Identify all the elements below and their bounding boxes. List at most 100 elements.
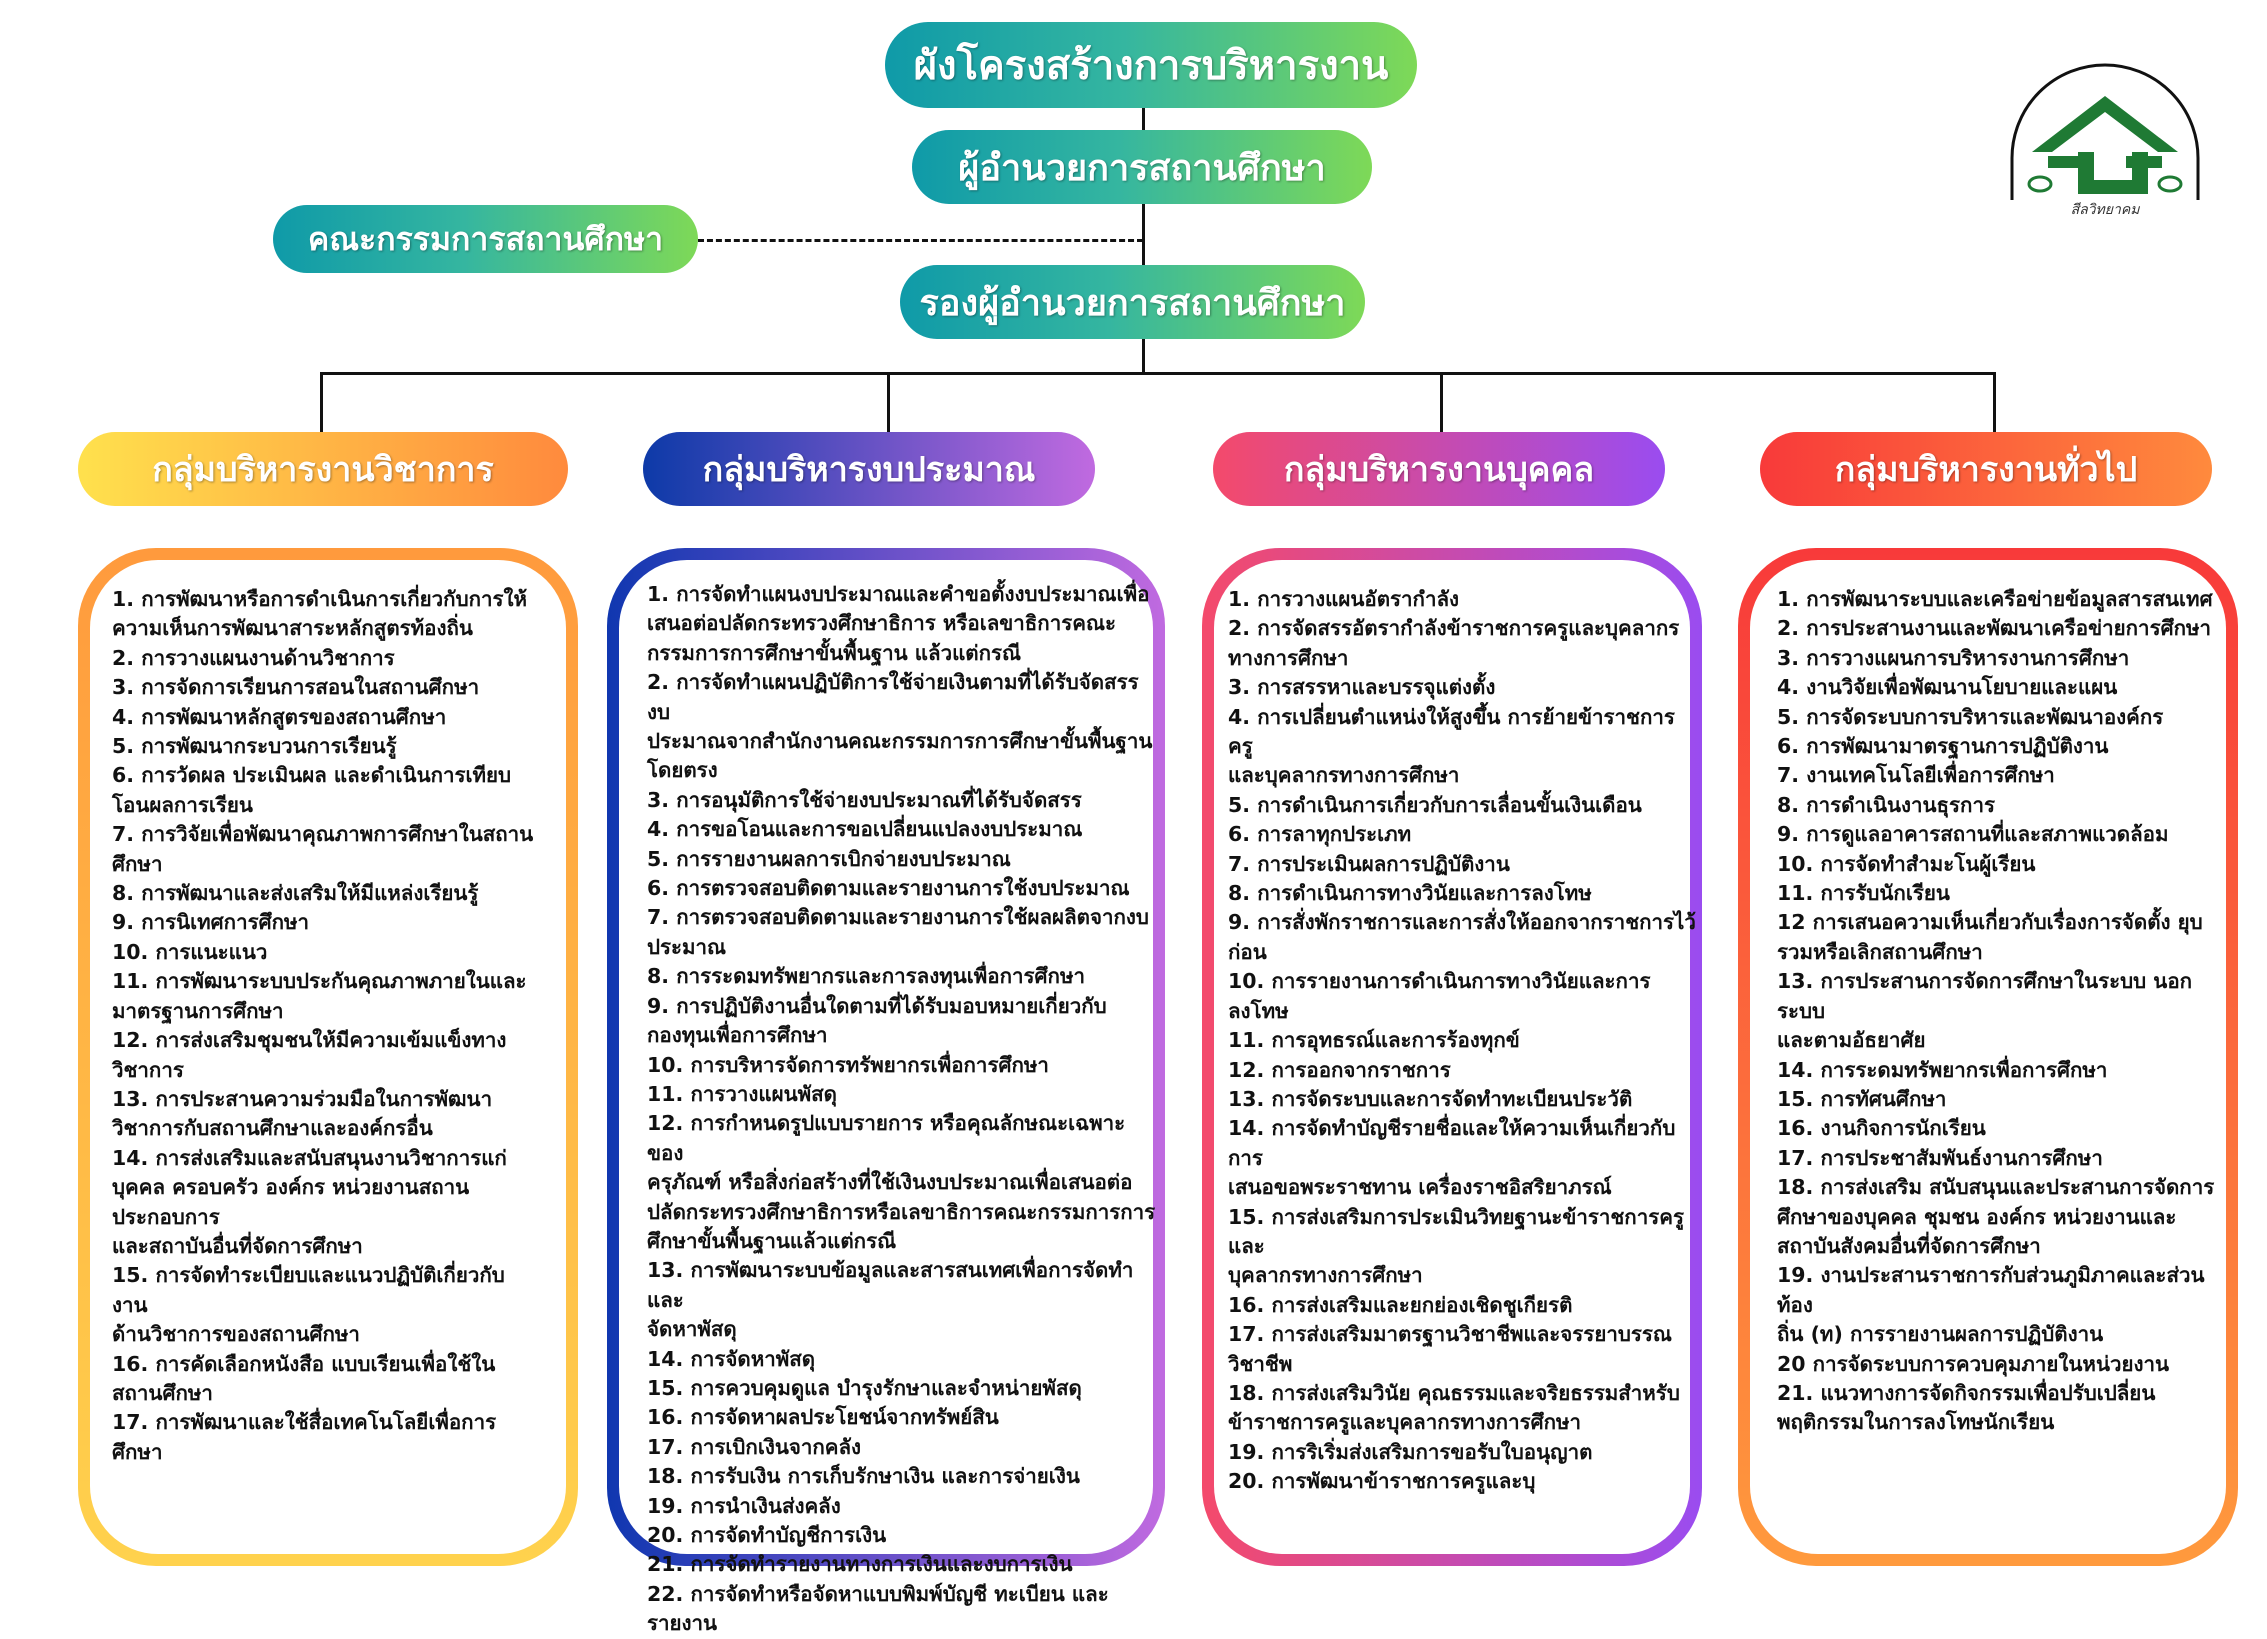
duty-line: 6. การลาทุกประเภท <box>1228 822 1412 847</box>
duty-line: เสนอขอพระราชทาน เครื่องราชอิสริยาภรณ์ <box>1228 1175 1612 1200</box>
duty-line: 7. การตรวจสอบติดตามและรายงานการใช้ผลผลิต… <box>647 905 1149 930</box>
duty-line: 18. การรับเงิน การเก็บรักษาเงิน และการจ่… <box>647 1464 1080 1489</box>
duty-line: 8. การดำเนินงานธุรการ <box>1777 792 1995 817</box>
duty-line: 13. การประสานการจัดการศึกษาในระบบ นอกระบ… <box>1777 969 2193 1023</box>
duty-line: 12. การส่งเสริมชุมชนให้มีความเข้มแข็งทาง <box>112 1028 507 1053</box>
director-node: ผู้อำนวยการสถานศึกษา <box>912 130 1372 204</box>
duty-line: 12 การเสนอความเห็นเกี่ยวกับเรื่องการจัดต… <box>1777 910 2203 935</box>
duty-line: 15. การควบคุมดูแล บำรุงรักษาและจำหน่ายพั… <box>647 1375 1082 1400</box>
group-header-academic: กลุ่มบริหารงานวิชาการ <box>78 432 568 506</box>
connector-drop-personnel <box>1440 372 1443 434</box>
duty-line: 8. การพัฒนาและส่งเสริมให้มีแหล่งเรียนรู้ <box>112 881 479 906</box>
duty-line: บุคคล ครอบครัว องค์กร หน่วยงานสถาน <box>112 1175 470 1200</box>
duty-line: และบุคลากรทางการศึกษา <box>1228 763 1460 788</box>
duty-line: เสนอต่อปลัดกระทรวงศึกษาธิการ หรือเลขาธิก… <box>647 611 1116 636</box>
duty-line: 16. การส่งเสริมและยกย่องเชิดชูเกียรติ <box>1228 1292 1573 1317</box>
duty-line: 17. การประชาสัมพันธ์งานการศึกษา <box>1777 1145 2103 1170</box>
school-emblem-icon: สีลวิทยาคม <box>1990 48 2220 218</box>
connector-drop-general <box>1993 372 1996 434</box>
duty-line: 13. การจัดระบบและการจัดทำทะเบียนประวัติ <box>1228 1086 1633 1111</box>
duty-line: วิชาการกับสถานศึกษาและองค์กรอื่น <box>112 1116 433 1141</box>
duty-line: 6. การตรวจสอบติดตามและรายงานการใช้งบประม… <box>647 876 1130 901</box>
group-box-academic <box>78 548 578 1566</box>
duty-line: 9. การนิเทศการศึกษา <box>112 910 310 935</box>
duty-line: 9. การสั่งพักราชการและการสั่งให้ออกจากรา… <box>1228 910 1696 935</box>
duty-line: ด้านวิชาการของสถานศึกษา <box>112 1322 360 1347</box>
duty-line: 10. การแนะแนว <box>112 939 268 964</box>
dashed-connector-committee <box>698 239 1143 242</box>
connector-drop-academic <box>320 372 323 434</box>
duty-line: บุคลากรทางการศึกษา <box>1228 1263 1423 1288</box>
duty-line: 22. การจัดทำหรือจัดหาแบบพิมพ์บัญชี ทะเบี… <box>647 1581 1109 1606</box>
duty-line: 17. การพัฒนาและใช้สื่อเทคโนโลยีเพื่อการศ… <box>112 1410 497 1464</box>
duty-line: ถิ่น (ท) การรายงานผลการปฏิบัติงาน <box>1777 1322 2104 1347</box>
duty-line: 3. การจัดการเรียนการสอนในสถานศึกษา <box>112 675 480 700</box>
duty-line: ศึกษา <box>112 851 163 876</box>
duty-line: วิชาชีพ <box>1228 1351 1293 1376</box>
duty-line: จัดหาพัสดุ <box>647 1317 737 1342</box>
duty-line: ประกอบการ <box>112 1204 220 1229</box>
duty-line: ทางการศึกษา <box>1228 645 1349 670</box>
connector-drop-budget <box>887 372 890 434</box>
group-header-general: กลุ่มบริหารงานทั่วไป <box>1760 432 2212 506</box>
duty-list-general: 1. การพัฒนาระบบและเครือข่ายข้อมูลสารสนเท… <box>1777 585 2222 1438</box>
duty-line: 7. การประเมินผลการปฏิบัติงาน <box>1228 851 1510 876</box>
duty-line: กรรมการการศึกษาขั้นพื้นฐาน แล้วแต่กรณี <box>647 640 1022 665</box>
duty-line: โดยตรง <box>647 758 718 783</box>
duty-line: 1. การจัดทำแผนงบประมาณและคำขอตั้งงบประมา… <box>647 582 1150 606</box>
duty-line: 3. การวางแผนการบริหารงานการศึกษา <box>1777 645 2130 670</box>
duty-line: 15. การทัศนศึกษา <box>1777 1086 1947 1111</box>
logo-caption: สีลวิทยาคม <box>2071 202 2141 218</box>
duty-line: ประมาณ <box>647 934 727 959</box>
duty-line: 11. การรับนักเรียน <box>1777 881 1950 906</box>
duty-line: ครุภัณฑ์ หรือสิ่งก่อสร้างที่ใช้เงินงบประ… <box>647 1170 1133 1195</box>
duty-line: 15. การส่งเสริมการประเมินวิทยฐานะข้าราชก… <box>1228 1204 1684 1258</box>
duty-line: 2. การจัดทำแผนปฏิบัติการใช้จ่ายเงินตามที… <box>647 670 1139 724</box>
duty-line: 10. การบริหารจัดการทรัพยากรเพื่อการศึกษา <box>647 1052 1049 1077</box>
duty-line: 21. การจัดทำรายงานทางการเงินและงบการเงิน <box>647 1552 1073 1577</box>
duty-line: 2. การจัดสรรอัตรากำลังข้าราชการครูและบุค… <box>1228 616 1680 641</box>
duty-line: 20 การจัดระบบการควบคุมภายในหน่วยงาน <box>1777 1351 2170 1376</box>
duty-line: กองทุนเพื่อการศึกษา <box>647 1023 828 1048</box>
duty-line: 14. การระดมทรัพยากรเพื่อการศึกษา <box>1777 1057 2108 1082</box>
duty-line: 10. การจัดทำสำมะโนผู้เรียน <box>1777 851 2036 876</box>
deputy-director-node: รองผู้อำนวยการสถานศึกษา <box>900 265 1365 339</box>
duty-line: 17. การเบิกเงินจากคลัง <box>647 1434 862 1459</box>
duty-line: 8. การดำเนินการทางวินัยและการลงโทษ <box>1228 881 1592 906</box>
duty-line: ประมาณจากสำนักงานคณะกรรมการการศึกษาขั้นพ… <box>647 729 1153 754</box>
duty-line: 14. การจัดทำบัญชีรายชื่อและให้ความเห็นเก… <box>1228 1116 1676 1170</box>
duty-line: สถานศึกษา <box>112 1380 213 1405</box>
duty-line: 11. การวางแผนพัสดุ <box>647 1081 837 1106</box>
duty-line: 20. การพัฒนาข้าราชการครูและบุ <box>1228 1469 1536 1494</box>
duty-line: 21. แนวทางการจัดกิจกรรมเพื่อปรับเปลี่ยน <box>1777 1380 2156 1405</box>
duty-line: 5. การรายงานผลการเบิกจ่ายงบประมาณ <box>647 846 1011 871</box>
duty-line: 10. การรายงานการดำเนินการทางวินัยและการล… <box>1228 969 1651 1023</box>
duty-line: ศึกษาของบุคคล ชุมชน องค์กร หน่วยงานและ <box>1777 1204 2177 1229</box>
duty-line: 15. การจัดทำระเบียบและแนวปฏิบัติเกี่ยวกั… <box>112 1263 505 1317</box>
duty-list-academic: 1. การพัฒนาหรือการดำเนินการเกี่ยวกับการใ… <box>112 585 537 1467</box>
duty-line: 5. การพัฒนากระบวนการเรียนรู้ <box>112 734 397 759</box>
duty-line: 9. การปฏิบัติงานอื่นใดตามที่ได้รับมอบหมา… <box>647 993 1107 1018</box>
duty-line: 4. การขอโอนและการขอเปลี่ยนแปลงงบประมาณ <box>647 817 1083 842</box>
duty-line: 11. การพัฒนาระบบประกันคุณภาพภายในและ <box>112 969 527 994</box>
duty-line: 6. การวัดผล ประเมินผล และดำเนินการเทียบ <box>112 763 512 788</box>
duty-line: 12. การออกจากราชการ <box>1228 1057 1451 1082</box>
duty-line: 19. การริเริ่มส่งเสริมการขอรับใบอนุญาต <box>1228 1439 1593 1464</box>
duty-line: 1. การพัฒนาหรือการดำเนินการเกี่ยวกับการใ… <box>112 587 528 611</box>
duty-list-budget: 1. การจัดทำแผนงบประมาณและคำขอตั้งงบประมา… <box>647 580 1157 1639</box>
connector-deputy-down <box>1142 338 1145 374</box>
duty-line: 5. การดำเนินการเกี่ยวกับการเลื่อนขั้นเงิ… <box>1228 792 1642 817</box>
duty-line: รายงาน <box>647 1611 718 1636</box>
duty-line: ศึกษาขั้นพื้นฐานแล้วแต่กรณี <box>647 1228 897 1253</box>
connector-horizontal-bar <box>320 372 1996 375</box>
duty-line: 19. การนำเงินส่งคลัง <box>647 1493 841 1518</box>
duty-line: ก่อน <box>1228 939 1267 964</box>
duty-line: 9. การดูแลอาคารสถานที่และสภาพแวดล้อม <box>1777 822 2169 847</box>
committee-node: คณะกรรมการสถานศึกษา <box>273 205 698 273</box>
duty-line: 20. การจัดทำบัญชีการเงิน <box>647 1523 887 1547</box>
duty-line: 14. การส่งเสริมและสนับสนุนงานวิชาการแก่ <box>112 1145 507 1170</box>
duty-line: และสถาบันอื่นที่จัดการศึกษา <box>112 1233 363 1258</box>
duty-line: วิชาการ <box>112 1057 184 1082</box>
duty-line: ความเห็นการพัฒนาสาระหลักสูตรท้องถิ่น <box>112 616 473 641</box>
